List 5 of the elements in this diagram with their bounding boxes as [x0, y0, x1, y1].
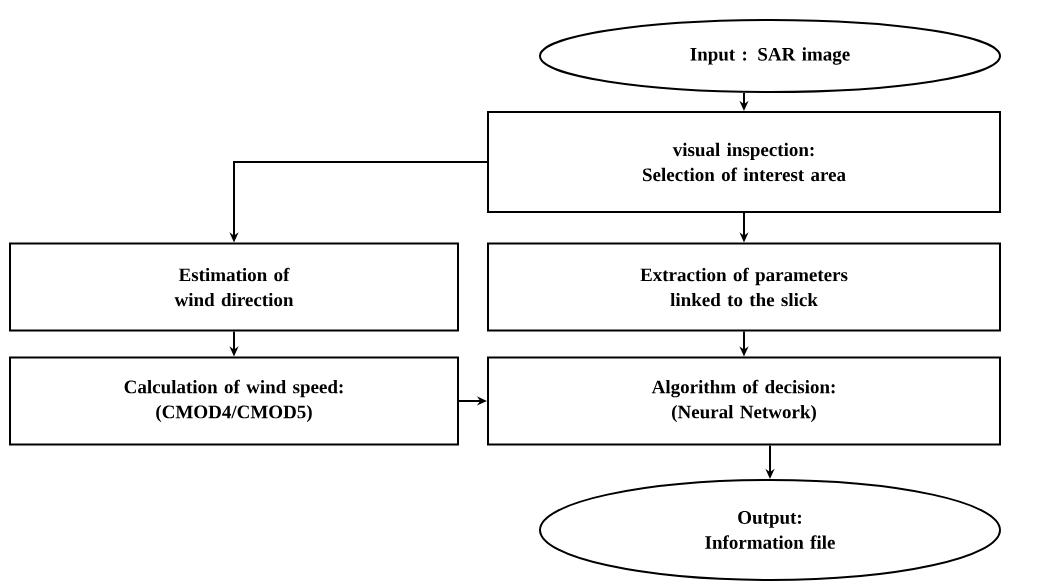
process-box: Estimation of wind direction: [9, 242, 459, 332]
process-box: visual inspection: Selection of interest area: [487, 111, 1001, 213]
process-box: Calculation of wind speed: (CMOD4/CMOD5): [9, 356, 459, 446]
process-box: Extraction of parameters linked to the slick: [487, 242, 1001, 332]
process-box: Algorithm of decision: (Neural Network): [487, 356, 1001, 446]
